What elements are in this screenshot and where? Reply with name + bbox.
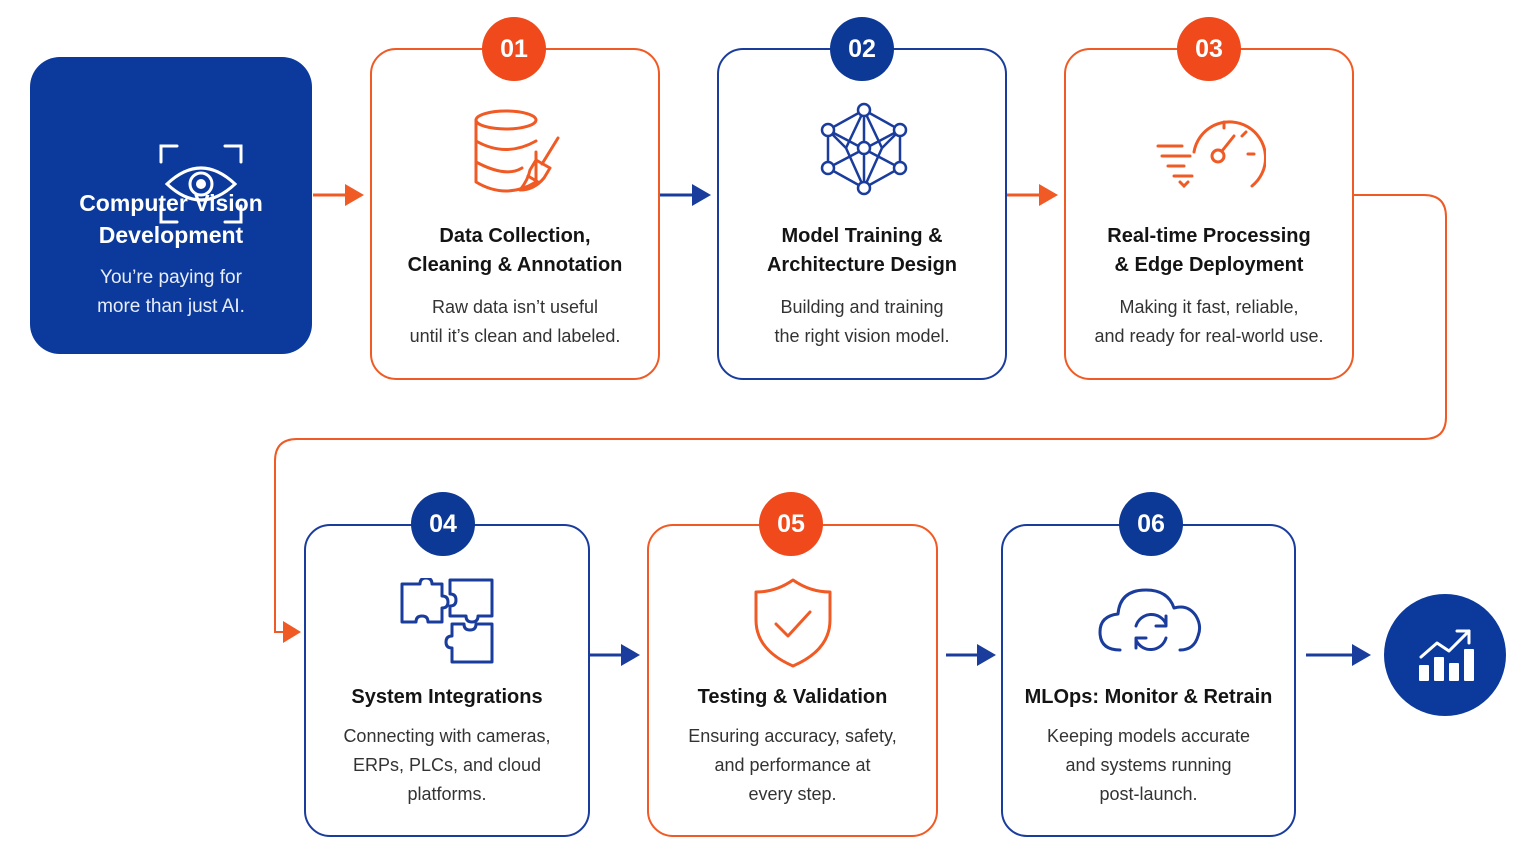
step-card-04: System Integrations Connecting with came…: [304, 524, 590, 837]
neural-network-icon: [820, 102, 908, 196]
step-number-badge: 05: [759, 492, 823, 556]
step-title: Testing & Validation: [697, 686, 888, 708]
step-description: Keeping models accurate and systems runn…: [1046, 726, 1251, 804]
arrow-06-to-end: [1306, 644, 1371, 666]
speedometer-icon: [1156, 120, 1266, 189]
step-number-badge: 01: [482, 17, 546, 81]
intro-card: Computer Vision Development You’re payin…: [30, 57, 312, 354]
step-description: Raw data isn’t useful until it’s clean a…: [409, 297, 621, 346]
arrow-02-to-03: [1007, 184, 1058, 206]
step-card-06: MLOps: Monitor & Retrain Keeping models …: [1001, 524, 1296, 837]
step-title: Data Collection, Cleaning & Annotation: [407, 225, 623, 276]
step-card-03: Real-time Processing & Edge Deployment M…: [1064, 48, 1354, 380]
puzzle-icon: [400, 578, 494, 664]
database-broom-icon: [474, 109, 560, 193]
intro-title: Computer Vision Development: [79, 190, 263, 248]
step-number-badge: 04: [411, 492, 475, 556]
step-title: MLOps: Monitor & Retrain: [1024, 686, 1273, 708]
growth-chart-icon: [1419, 629, 1474, 681]
step-card-05: Testing & Validation Ensuring accuracy, …: [647, 524, 938, 837]
arrow-04-to-05: [590, 644, 640, 666]
arrow-05-to-06: [946, 644, 996, 666]
step-number-badge: 03: [1177, 17, 1241, 81]
step-description: Making it fast, reliable, and ready for …: [1094, 297, 1324, 346]
shield-check-icon: [754, 578, 832, 668]
end-circle: [1384, 594, 1506, 716]
step-description: Connecting with cameras, ERPs, PLCs, and…: [343, 726, 551, 804]
step-title: System Integrations: [351, 686, 543, 708]
step-title: Model Training & Architecture Design: [766, 225, 958, 276]
step-description: Ensuring accuracy, safety, and performan…: [688, 726, 897, 804]
connector-03-to-04: [274, 194, 1447, 643]
intro-subtitle: You’re paying for more than just AI.: [97, 267, 245, 317]
step-number-badge: 06: [1119, 492, 1183, 556]
step-number-badge: 02: [830, 17, 894, 81]
step-card-01: Data Collection, Cleaning & Annotation R…: [370, 48, 660, 380]
eye-scan-icon: [159, 144, 243, 224]
arrow-intro-to-01: [313, 184, 364, 206]
step-description: Building and training the right vision m…: [774, 297, 950, 346]
step-card-02: Model Training & Architecture Design Bui…: [717, 48, 1007, 380]
cloud-sync-icon: [1098, 588, 1202, 652]
arrow-01-to-02: [660, 184, 711, 206]
step-title: Real-time Processing & Edge Deployment: [1107, 225, 1311, 276]
